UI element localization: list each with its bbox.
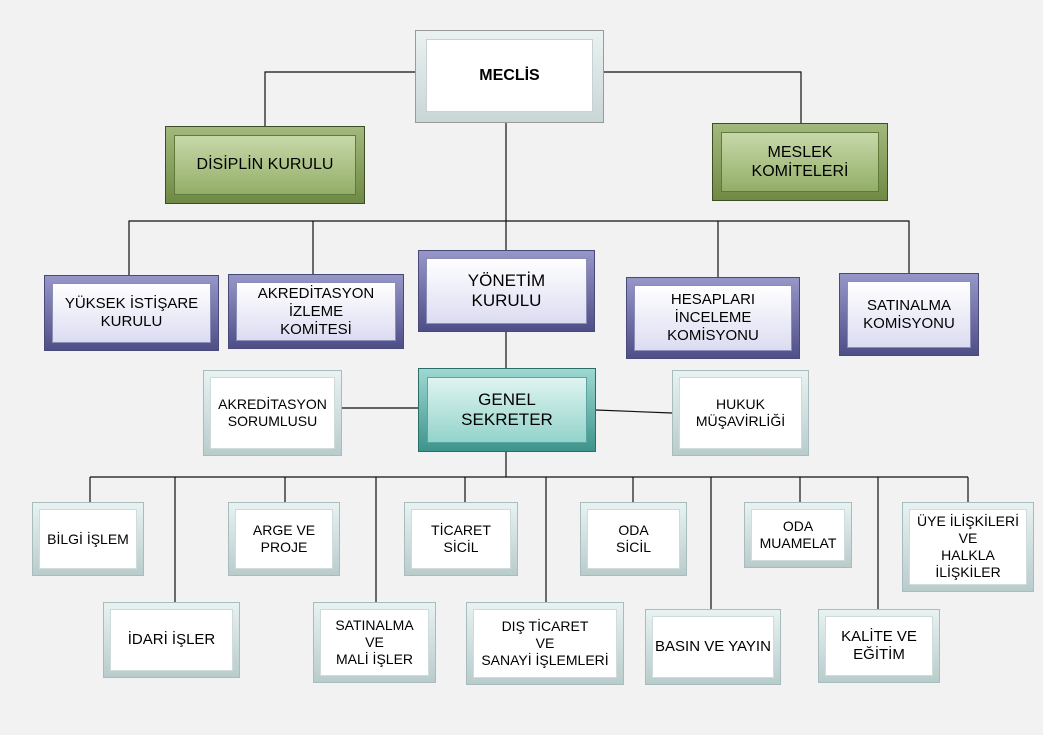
hesaplari-inceleme-label: HESAPLARI İNCELEME KOMİSYONU [634, 285, 792, 351]
kalite-egitim-label: KALİTE VE EĞİTİM [825, 616, 933, 676]
dis-ticaret-label: DIŞ TİCARET VE SANAYİ İŞLEMLERİ [473, 609, 617, 678]
yuksek-istisare-label: YÜKSEK İSTİŞARE KURULU [52, 283, 211, 343]
yonetim-kurulu-label: YÖNETİM KURULU [426, 258, 587, 324]
oda-muamelat-node: ODA MUAMELAT [744, 502, 852, 568]
genel-sekreter-node: GENEL SEKRETER [418, 368, 596, 452]
disiplin-kurulu-node: DİSİPLİN KURULU [165, 126, 365, 204]
meslek-komiteleri-label: MESLEK KOMİTELERİ [721, 132, 879, 192]
oda-sicil-label: ODA SİCİL [587, 509, 680, 569]
meclis-node: MECLİS [415, 30, 604, 123]
meslek-komiteleri-node: MESLEK KOMİTELERİ [712, 123, 888, 201]
idari-isler-label: İDARİ İŞLER [110, 609, 233, 671]
disiplin-kurulu-label: DİSİPLİN KURULU [174, 135, 356, 195]
yonetim-kurulu-node: YÖNETİM KURULU [418, 250, 595, 332]
satinalma-mali-isler-node: SATINALMA VE MALİ İŞLER [313, 602, 436, 683]
akreditasyon-izleme-label: AKREDİTASYON İZLEME KOMİTESİ [236, 282, 396, 341]
uye-iliskileri-label: ÜYE İLİŞKİLERİ VE HALKLA İLİŞKİLER [909, 509, 1027, 585]
arge-proje-node: ARGE VE PROJE [228, 502, 340, 576]
hukuk-musavirligi-label: HUKUK MÜŞAVİRLİĞİ [679, 377, 802, 449]
hukuk-musavirligi-node: HUKUK MÜŞAVİRLİĞİ [672, 370, 809, 456]
genel-sekreter-label: GENEL SEKRETER [427, 377, 587, 443]
oda-muamelat-label: ODA MUAMELAT [751, 509, 845, 561]
uye-iliskileri-node: ÜYE İLİŞKİLERİ VE HALKLA İLİŞKİLER [902, 502, 1034, 592]
idari-isler-node: İDARİ İŞLER [103, 602, 240, 678]
hesaplari-inceleme-node: HESAPLARI İNCELEME KOMİSYONU [626, 277, 800, 359]
akreditasyon-izleme-node: AKREDİTASYON İZLEME KOMİTESİ [228, 274, 404, 349]
satinalma-mali-isler-label: SATINALMA VE MALİ İŞLER [320, 609, 429, 676]
dis-ticaret-node: DIŞ TİCARET VE SANAYİ İŞLEMLERİ [466, 602, 624, 685]
satinalma-komisyonu-label: SATINALMA KOMİSYONU [847, 281, 971, 348]
basin-yayin-node: BASIN VE YAYIN [645, 609, 781, 685]
ticaret-sicil-node: TİCARET SİCİL [404, 502, 518, 576]
oda-sicil-node: ODA SİCİL [580, 502, 687, 576]
satinalma-komisyonu-node: SATINALMA KOMİSYONU [839, 273, 979, 356]
bilgi-islem-node: BİLGİ İŞLEM [32, 502, 144, 576]
kalite-egitim-node: KALİTE VE EĞİTİM [818, 609, 940, 683]
akreditasyon-sorumlusu-node: AKREDİTASYON SORUMLUSU [203, 370, 342, 456]
ticaret-sicil-label: TİCARET SİCİL [411, 509, 511, 569]
arge-proje-label: ARGE VE PROJE [235, 509, 333, 569]
yuksek-istisare-node: YÜKSEK İSTİŞARE KURULU [44, 275, 219, 351]
akreditasyon-sorumlusu-label: AKREDİTASYON SORUMLUSU [210, 377, 335, 449]
meclis-label: MECLİS [426, 39, 593, 112]
bilgi-islem-label: BİLGİ İŞLEM [39, 509, 137, 569]
basin-yayin-label: BASIN VE YAYIN [652, 616, 774, 678]
